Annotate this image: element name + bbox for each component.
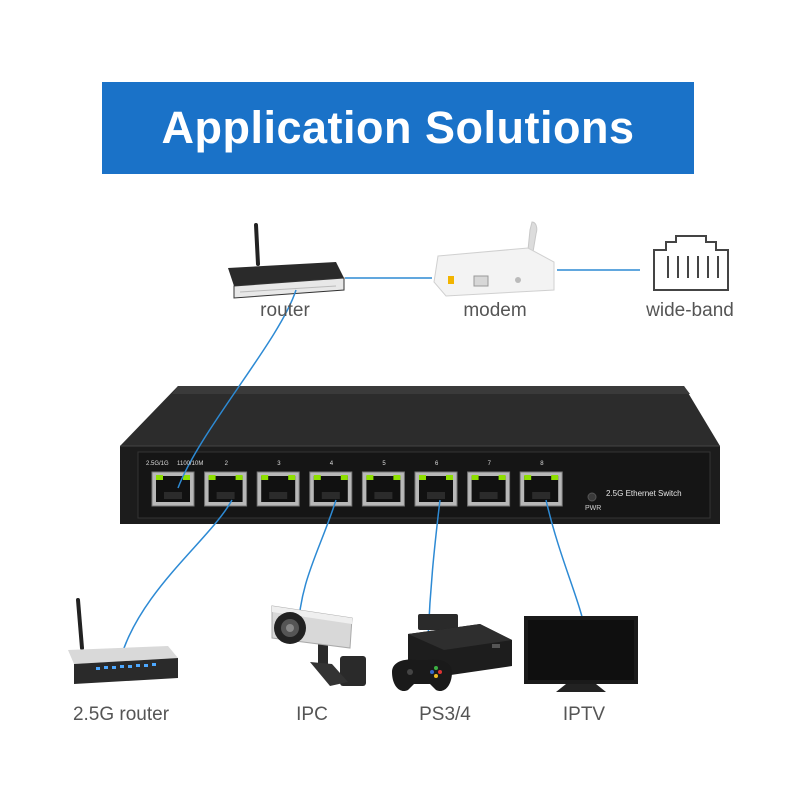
rj45-port	[309, 471, 353, 507]
speed-label-right: 100/10M	[180, 461, 204, 467]
router-label: router	[260, 300, 310, 321]
router-icon	[228, 223, 345, 299]
port-number: 6	[435, 461, 439, 467]
ipc-camera-icon	[271, 605, 366, 686]
controller-icon	[392, 659, 452, 692]
rj45-port	[256, 471, 300, 507]
speed-label-left: 2.5G/1G	[146, 461, 169, 467]
ps-label: PS3/4	[419, 704, 471, 725]
router-25g-label: 2.5G router	[72, 704, 170, 725]
modem-label: modem	[463, 300, 527, 321]
modem-icon	[433, 221, 555, 297]
port-number: 8	[540, 461, 544, 467]
wide-band-icon	[653, 235, 729, 291]
switch-ports	[151, 471, 563, 507]
switch-name: 2.5G Ethernet Switch	[606, 489, 682, 498]
port-number: 7	[487, 461, 491, 467]
title-banner: Application Solutions	[102, 82, 694, 174]
port-number: 2	[224, 461, 228, 467]
rj45-port	[519, 471, 563, 507]
port-number: 3	[277, 461, 281, 467]
wide-band-label: wide-band	[646, 300, 734, 321]
ipc-label: IPC	[296, 704, 328, 725]
rj45-port	[414, 471, 458, 507]
tv-icon	[524, 616, 638, 692]
banner-title: Application Solutions	[161, 102, 635, 153]
pwr-label: PWR	[585, 505, 602, 512]
port-number: 1	[177, 461, 181, 467]
rj45-port	[361, 471, 405, 507]
port1-router-link	[177, 289, 297, 489]
iptv-label: IPTV	[562, 704, 606, 725]
port2-25g-router-link	[119, 499, 233, 661]
port-number: 5	[382, 461, 386, 467]
port-number: 4	[329, 461, 334, 467]
rj45-port	[467, 471, 511, 507]
pwr-led	[587, 492, 597, 502]
rj45-port	[204, 471, 248, 507]
router-25g-icon	[68, 598, 178, 684]
rj45-port	[151, 471, 195, 507]
